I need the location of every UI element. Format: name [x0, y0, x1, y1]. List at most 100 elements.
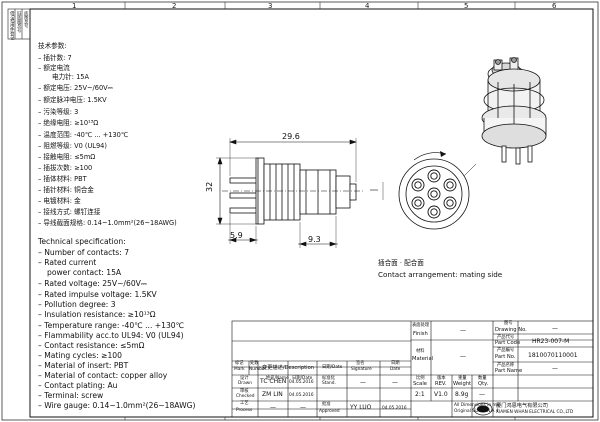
qty-cn: 数量 [478, 376, 487, 381]
drawn-date: 04.05.2016 [289, 380, 314, 385]
drawn-name: TC CHEN [260, 378, 287, 385]
part-code-value: HR23-007-M [532, 338, 570, 345]
material-cn: 材料 [416, 349, 425, 354]
drawn-label: Drawn [238, 381, 252, 386]
date-label-2: Date [390, 367, 401, 372]
spec-cn-text: 插体材料: PBT [43, 175, 87, 183]
spec-en-text: Terminal: screw [44, 391, 104, 400]
date-label-3: Date [302, 376, 313, 381]
mating-side-en: Contact arrangement: mating side [378, 270, 503, 279]
process-cn: 工艺 [240, 401, 249, 406]
signature-label: Signature [351, 367, 372, 372]
dim-pin-length: 5.9 [230, 231, 243, 240]
dims-note-2: Original Size DIN A 4 [454, 409, 499, 414]
finish-value: — [460, 327, 466, 334]
weight-cn: 重量 [458, 376, 467, 381]
spec-en-item: – Flammability acc.to UL94: V0 (UL94) [38, 331, 184, 340]
spec-en-text: Rated current [44, 258, 97, 267]
dim-overall-length: 29.6 [282, 132, 300, 141]
spec-cn-item: – 插体材料: PBT [38, 175, 87, 183]
company-en: XIAMEN WHAN ELECTRICAL CO.,LTD [496, 410, 574, 415]
stand-date: — [392, 379, 398, 386]
date-header: 日期/Date [322, 365, 343, 370]
checked-name: ZM LIN [262, 391, 283, 398]
drawing-no-cn: 图号 [504, 321, 513, 326]
mark-label: Mark [234, 367, 245, 372]
part-name-label: Part Name [495, 368, 523, 374]
scale-label: Scale [413, 381, 427, 387]
spec-en-text: Insulation resistance: ≥10¹³Ω [44, 310, 156, 319]
date-label: Date [332, 365, 343, 370]
part-no-label: Part No. [495, 354, 516, 360]
spec-cn-item: – 温度范围: -40℃ ... +130℃ [38, 131, 129, 139]
dim-body-length: 9.3 [308, 235, 321, 244]
spec-en-text: Contact plating: Au [44, 381, 118, 390]
spec-en-item: – Terminal: screw [38, 391, 104, 400]
spec-cn-item: – 插针材料: 铜合金 [38, 186, 94, 194]
part-code-cn: 产品代号 [497, 335, 515, 340]
spec-cn-text: 额定电压: 25V~/60V⎓ [43, 84, 113, 92]
spec-en-item: – Contact plating: Au [38, 381, 118, 390]
spec-en-text: Pollution degree: 3 [44, 300, 116, 309]
spec-cn-item: 电力针: 15A [52, 73, 89, 81]
name-label: Name [276, 376, 289, 381]
qty-value: — [479, 391, 485, 398]
connector-side-view [222, 157, 364, 225]
spec-en-item: – Material of contact: copper alloy [38, 371, 168, 380]
material-value: — [460, 353, 466, 360]
spec-en-item: – Insulation resistance: ≥10¹³Ω [38, 310, 156, 319]
spec-cn-text: 导线截面规格: 0.14~1.0mm²(26~18AWG) [43, 219, 177, 227]
finish-label: Finish [413, 331, 428, 337]
description-header: 变更描述/Description [262, 365, 315, 371]
spec-cn-item: – 额定电压: 25V~/60V⎓ [38, 84, 113, 92]
spec-en-item: – Rated impulse voltage: 1.5KV [38, 290, 157, 299]
dims-note-1: All Dimensions in mm [454, 403, 501, 408]
connector-3d-view [481, 57, 547, 165]
drawn-cn: 设计 [240, 376, 249, 381]
side-label-c: 底图总号 [23, 11, 29, 29]
spec-cn-text: 阻燃等级: V0 (UL94) [43, 142, 107, 150]
spec-en-item: power contact: 15A [47, 268, 122, 277]
process-name: — [270, 404, 276, 411]
weight-label: Weight [453, 381, 472, 387]
spec-en-item: – Wire gauge: 0.14~1.0mm²(26~18AWG) [38, 401, 196, 410]
title-block-grid [231, 320, 594, 418]
spec-en-item: – Mating cycles: ≥100 [38, 351, 122, 360]
part-code-label: Part Code [495, 340, 521, 346]
rev-cn: 版本 [437, 376, 446, 381]
spec-cn-item: – 接线方式: 螺钉连接 [38, 208, 101, 216]
zone-top-6: 6 [552, 2, 557, 10]
drawing-no-label: Drawing No. [495, 327, 527, 333]
spec-en-text: Contact resistance: ≤5mΩ [44, 341, 145, 350]
part-no-value: 1810070110001 [528, 352, 578, 359]
weight-value: 8.9g [455, 391, 469, 398]
spec-cn-item: – 额定脉冲电压: 1.5KV [38, 96, 107, 104]
spec-cn-text: 接触电阻: ≤5mΩ [43, 153, 96, 161]
stand-label: Stand. [322, 381, 336, 386]
material-label: Material [412, 356, 434, 362]
dim-diameter: 32 [205, 181, 214, 192]
spec-cn-item: – 污染等级: 3 [38, 108, 79, 116]
finish-cn: 表面处理 [412, 323, 430, 328]
spec-cn-text: 污染等级: 3 [43, 108, 79, 116]
zone-ticks [124, 2, 516, 420]
scale-cn: 比例 [416, 376, 425, 381]
spec-cn-item: – 阻燃等级: V0 (UL94) [38, 142, 107, 150]
spec-en-text: Number of contacts: 7 [44, 248, 130, 257]
spec-cn-text: 插拔次数: ≥100 [43, 164, 93, 172]
qty-label: Qty. [478, 381, 489, 387]
stand-value: — [360, 379, 366, 386]
spec-en-text: Temperature range: -40℃ ... +130℃ [44, 321, 185, 330]
number-cn: 处数 [250, 361, 259, 366]
spec-cn-text: 插针数: 7 [43, 54, 72, 62]
spec-cn-text: 额定脉冲电压: 1.5KV [43, 96, 107, 104]
approved-date: 04.05.2016 [382, 406, 407, 411]
company-logo [473, 402, 493, 416]
spec-en-item: – Rated current [38, 258, 97, 267]
approved-name: YY LUO [350, 404, 372, 411]
dimension-lines [216, 138, 384, 248]
specs-cn-title: 技术参数: [38, 42, 67, 50]
spec-cn-text: 额定电流 [43, 64, 70, 72]
spec-en-item: – Material of insert: PBT [38, 361, 129, 370]
